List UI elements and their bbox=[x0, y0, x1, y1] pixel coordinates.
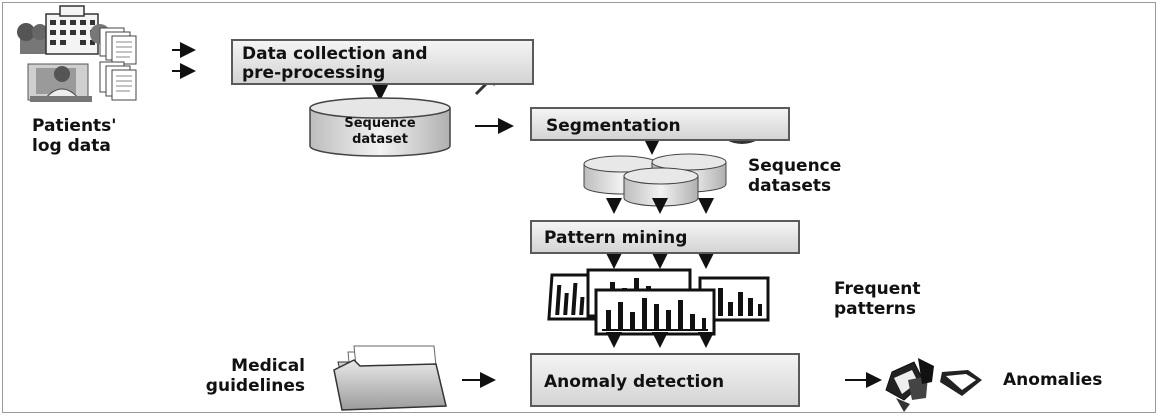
data-collection-line2: pre-processing bbox=[242, 63, 386, 83]
anomaly-detection-label: Anomaly detection bbox=[544, 372, 725, 392]
folder-icon bbox=[333, 345, 447, 411]
segmentation-label: Segmentation bbox=[546, 116, 681, 136]
sequence-dataset-line1: Sequence bbox=[344, 116, 416, 131]
anomalies-label-text: Anomalies bbox=[1003, 370, 1103, 390]
frequent-patterns-label: Frequent patterns bbox=[834, 279, 920, 319]
sequence-datasets-label: Sequence datasets bbox=[748, 156, 841, 196]
pattern-mining-box: Pattern mining bbox=[530, 220, 800, 254]
medical-guidelines-label: Medical guidelines bbox=[180, 356, 305, 396]
pattern-mining-label: Pattern mining bbox=[544, 228, 688, 248]
sequence-datasets-line2: datasets bbox=[748, 176, 832, 196]
segmentation-box: Segmentation bbox=[530, 107, 790, 141]
patients-log-label-line1: Patients' bbox=[32, 116, 117, 136]
anomaly-detection-box: Anomaly detection bbox=[530, 353, 800, 407]
anomalies-label: Anomalies bbox=[1003, 370, 1102, 390]
sequence-datasets-line1: Sequence bbox=[748, 156, 842, 176]
medical-guidelines-line1: Medical bbox=[231, 356, 305, 376]
patients-log-label-line2: log data bbox=[32, 136, 111, 156]
arrows-patterns-to-detection bbox=[606, 332, 714, 348]
gem-icon bbox=[885, 358, 982, 412]
data-collection-line1: Data collection and bbox=[242, 44, 428, 64]
arrows-mining-to-patterns bbox=[606, 253, 714, 269]
patients-log-label: Patients' log data bbox=[32, 116, 117, 156]
pattern-chart-icon bbox=[547, 268, 770, 336]
hospital-icon bbox=[17, 5, 137, 65]
doctor-records-icon bbox=[27, 61, 137, 102]
database-cylinder-icon bbox=[309, 97, 451, 157]
frequent-patterns-line1: Frequent bbox=[834, 279, 921, 299]
frequent-patterns-line2: patterns bbox=[834, 299, 917, 319]
data-collection-box: Data collection and pre-processing bbox=[231, 39, 534, 85]
medical-guidelines-line2: guidelines bbox=[205, 376, 305, 396]
sequence-dataset-line2: dataset bbox=[352, 132, 408, 147]
database-stack-icon bbox=[583, 153, 727, 207]
arrows-datasets-to-mining bbox=[606, 198, 714, 214]
sequence-dataset-label: Sequence dataset bbox=[330, 116, 430, 148]
